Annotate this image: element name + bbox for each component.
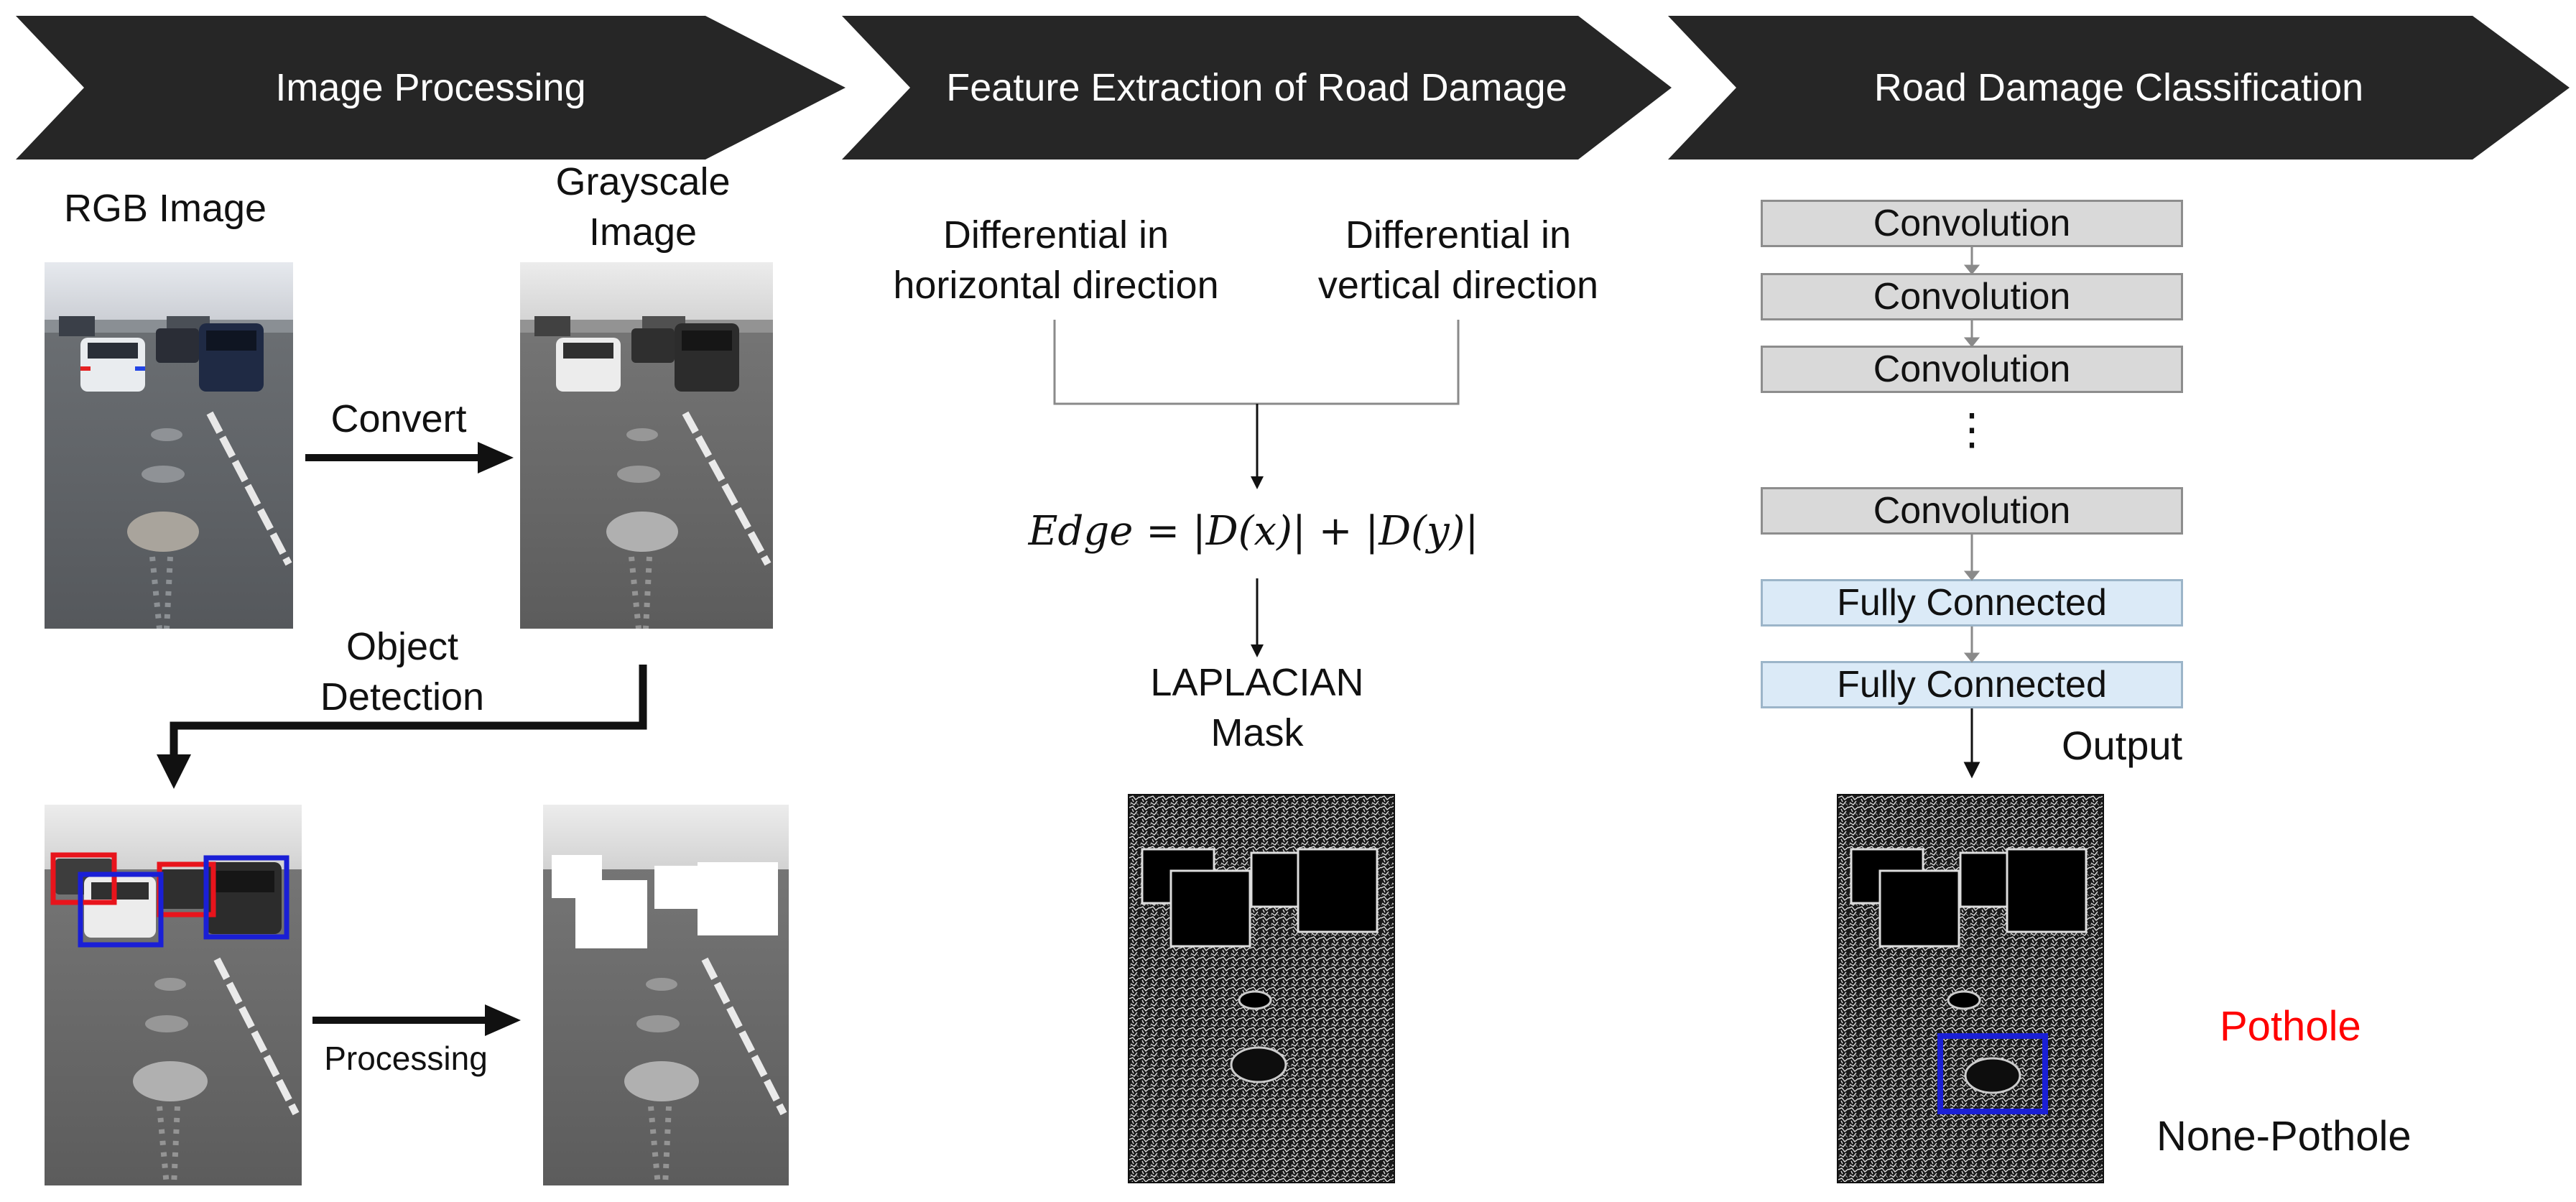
stage-banner-image-processing: Image Processing bbox=[16, 16, 845, 160]
convolution-layer-1: Convolution bbox=[1761, 200, 2183, 247]
convolution-layer-2: Convolution bbox=[1761, 273, 2183, 320]
banner-arrow-shape bbox=[842, 16, 1672, 160]
processing-label: Processing bbox=[324, 1040, 488, 1077]
more-layers-ellipsis: ⋮ bbox=[1950, 405, 1993, 453]
grayscale-road-image bbox=[520, 262, 773, 629]
differential-merge-connector bbox=[1053, 320, 1460, 489]
laplacian-mask-label: LAPLACIAN Mask bbox=[1150, 661, 1364, 755]
vertical-differential-label: Differential in vertical direction bbox=[1317, 213, 1599, 308]
convert-label: Convert bbox=[330, 397, 467, 440]
banner-arrow-shape bbox=[16, 16, 845, 160]
stage-banner-classification: Road Damage Classification bbox=[1668, 16, 2570, 160]
none-pothole-class-label: None-Pothole bbox=[2156, 1113, 2411, 1160]
fully-connected-layer-1: Fully Connected bbox=[1761, 579, 2183, 627]
horizontal-differential-label: Differential in horizontal direction bbox=[893, 213, 1219, 308]
edge-formula: Edge = |D(x)| + |D(y)| bbox=[1028, 508, 1479, 555]
convolution-layer-4: Convolution bbox=[1761, 487, 2183, 535]
pothole-class-label: Pothole bbox=[2220, 1003, 2361, 1050]
pothole-detection-box bbox=[1937, 1033, 2048, 1114]
convolution-layer-3: Convolution bbox=[1761, 346, 2183, 393]
stage-banner-feature-extraction: Feature Extraction of Road Damage bbox=[842, 16, 1672, 160]
output-label: Output bbox=[2062, 723, 2183, 768]
formula-to-mask-arrow bbox=[1251, 578, 1264, 657]
banner-arrow-shape bbox=[1668, 16, 2570, 160]
convert-arrow bbox=[305, 442, 514, 473]
rgb-image-label: RGB Image bbox=[63, 187, 267, 230]
classification-output-image bbox=[1837, 794, 2104, 1183]
stage-label: Image Processing bbox=[275, 66, 586, 109]
masked-road-image bbox=[543, 805, 789, 1185]
fully-connected-layer-2: Fully Connected bbox=[1761, 661, 2183, 708]
object-detection-label: Object Detection bbox=[320, 625, 485, 719]
stage-label: Feature Extraction of Road Damage bbox=[946, 66, 1567, 109]
stage-label: Road Damage Classification bbox=[1873, 66, 2364, 109]
processing-arrow bbox=[312, 1004, 521, 1036]
laplacian-edge-image bbox=[1128, 794, 1395, 1183]
grayscale-image-label: Grayscale Image bbox=[555, 160, 731, 254]
detection-road-image bbox=[45, 805, 302, 1185]
object-detection-arrow bbox=[157, 665, 647, 789]
rgb-road-image bbox=[45, 262, 293, 629]
